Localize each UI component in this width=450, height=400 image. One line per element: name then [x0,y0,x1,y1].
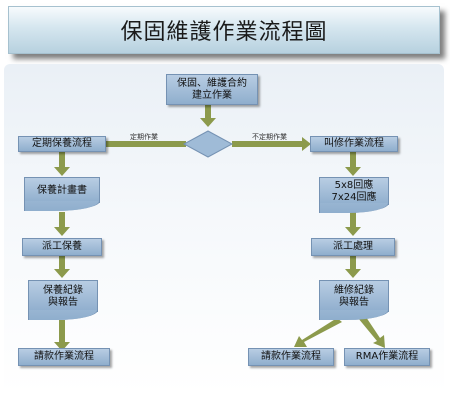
arrow-start-to-decision [200,105,216,127]
arrow-repair-to-response [345,152,361,176]
page-title: 保固維護作業流程圖 [8,6,440,54]
node-dispatch-maintenance: 派工保養 [22,238,102,256]
node-repair-report: 維修紀錄 與報告 [319,280,389,320]
arrow-report-to-billing-r [294,318,342,347]
node-periodic-maintenance: 定期保養流程 [18,136,106,152]
arrow-dispatch-to-report [54,256,70,278]
node-rma: RMA作業流程 [344,348,430,366]
arrow-plan-to-dispatch [54,212,70,236]
decision-diamond [182,130,234,158]
branch-label-periodic: 定期作業 [130,133,158,141]
branch-label-non-periodic: 不定期作業 [252,133,287,141]
node-contract-setup: 保固、維護合約 建立作業 [166,74,258,105]
arrow-report-to-rma [358,314,385,348]
arrow-decision-to-periodic [95,137,186,151]
diagram-background [4,64,444,394]
arrow-response-to-dispatch [345,212,361,236]
arrow-dispatch-to-report-r [345,256,361,278]
arrow-periodic-to-plan [54,152,70,176]
node-billing-periodic: 請款作業流程 [18,348,110,366]
arrow-report-to-billing [54,320,70,351]
node-billing-repair: 請款作業流程 [248,348,334,366]
node-maintenance-plan: 保養計畫書 [24,177,100,211]
node-dispatch-repair: 派工處理 [311,238,395,256]
node-maintenance-report: 保養紀錄 與報告 [28,280,98,320]
node-response-sla: 5x8回應 7x24回應 [319,177,389,213]
arrow-decision-to-repair [232,137,311,151]
node-repair-request: 叫修作業流程 [310,136,398,152]
